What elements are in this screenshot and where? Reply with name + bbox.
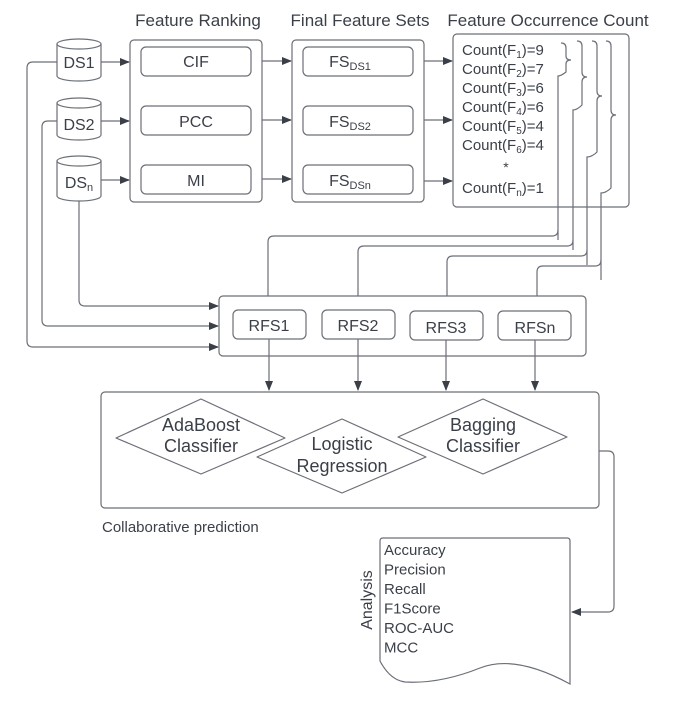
dataset-label: DS2 <box>63 117 94 134</box>
svg-text:Classifier: Classifier <box>164 436 238 456</box>
brace-top4 <box>572 40 588 250</box>
svg-text:Regression: Regression <box>296 456 387 476</box>
svg-text:MI: MI <box>187 173 205 190</box>
arrow-to-rfs1 <box>264 229 559 307</box>
svg-text:AdaBoost: AdaBoost <box>162 415 240 435</box>
arrow-ds2-to-rfs <box>41 120 219 330</box>
count-item: Count(F1)=9 <box>462 42 544 61</box>
ellipsis-marker: * <box>503 159 509 175</box>
svg-text:Logistic: Logistic <box>311 434 372 454</box>
svg-text:PCC: PCC <box>179 114 213 131</box>
collaborative-prediction-label: Collaborative prediction <box>102 519 259 536</box>
rfs-n: RFSn <box>497 310 572 341</box>
svg-text:FSDSn: FSDSn <box>329 173 371 192</box>
ranking-method-pcc: PCC <box>140 105 252 136</box>
count-item: Count(F6)=4 <box>462 137 544 156</box>
svg-text:Bagging: Bagging <box>450 415 516 435</box>
svg-text:RFS1: RFS1 <box>249 318 290 335</box>
classifier-bagging: Bagging Classifier <box>397 398 568 475</box>
arrow-to-rfs3 <box>443 249 588 309</box>
ranking-method-mi: MI <box>140 164 252 195</box>
brace-all <box>600 40 617 280</box>
count-item: Count(F2)=7 <box>462 61 544 80</box>
rfs-2: RFS2 <box>321 309 396 340</box>
arrow-to-rfsn <box>533 259 602 309</box>
arrow-to-analysis <box>571 450 615 616</box>
classifier-adaboost: AdaBoost Classifier <box>115 398 286 475</box>
svg-text:RFSn: RFSn <box>515 320 556 337</box>
brace-top6 <box>586 40 603 265</box>
dataset-ds1: DS1 <box>56 38 102 82</box>
header-final-feature-sets: Final Feature Sets <box>291 11 430 30</box>
arrow-to-rfs2 <box>354 239 574 307</box>
count-item: Count(F4)=6 <box>462 99 544 118</box>
feature-set-ds2: FSDS2 <box>302 105 414 136</box>
feature-set-dsn: FSDSn <box>302 164 414 195</box>
metric-item: ROC-AUC <box>384 620 454 637</box>
svg-text:RFS2: RFS2 <box>338 318 379 335</box>
metric-item: Recall <box>384 581 426 598</box>
dataset-label: DSn <box>65 175 93 194</box>
analysis-label: Analysis <box>359 570 376 630</box>
svg-text:CIF: CIF <box>183 54 209 71</box>
rfs-1: RFS1 <box>232 309 307 340</box>
dataset-label: DS1 <box>63 55 94 72</box>
svg-text:FSDS2: FSDS2 <box>329 114 371 133</box>
dataset-ds2: DS2 <box>56 97 102 141</box>
brace-group <box>557 40 617 280</box>
dataset-dsn: DSn <box>56 155 102 202</box>
feature-set-ds1: FSDS1 <box>302 46 414 77</box>
brace-top2 <box>557 42 572 240</box>
reduced-feature-sets-container <box>218 295 587 357</box>
arrow-ds1-to-rfs <box>26 61 219 351</box>
count-item: Count(F3)=6 <box>462 80 544 99</box>
rfs-3: RFS3 <box>409 310 484 341</box>
svg-text:Classifier: Classifier <box>446 436 520 456</box>
metric-item: Accuracy <box>384 542 446 559</box>
header-feature-occurrence-count: Feature Occurrence Count <box>447 11 649 30</box>
svg-text:RFS3: RFS3 <box>426 320 467 337</box>
svg-text:FSDS1: FSDS1 <box>329 54 371 73</box>
metric-item: F1Score <box>384 601 441 618</box>
metric-item: MCC <box>384 640 418 657</box>
count-item: Count(Fn)=1 <box>462 180 544 199</box>
header-feature-ranking: Feature Ranking <box>135 11 261 30</box>
classifier-logistic-regression: Logistic Regression <box>256 418 427 494</box>
count-item: Count(F5)=4 <box>462 118 544 137</box>
arrow-dsn-to-rfs <box>78 201 219 310</box>
metric-item: Precision <box>384 562 446 579</box>
analysis-document <box>379 537 571 686</box>
count-list: Count(F1)=9Count(F2)=7Count(F3)=6Count(F… <box>462 42 544 199</box>
ranking-method-cif: CIF <box>140 46 252 77</box>
